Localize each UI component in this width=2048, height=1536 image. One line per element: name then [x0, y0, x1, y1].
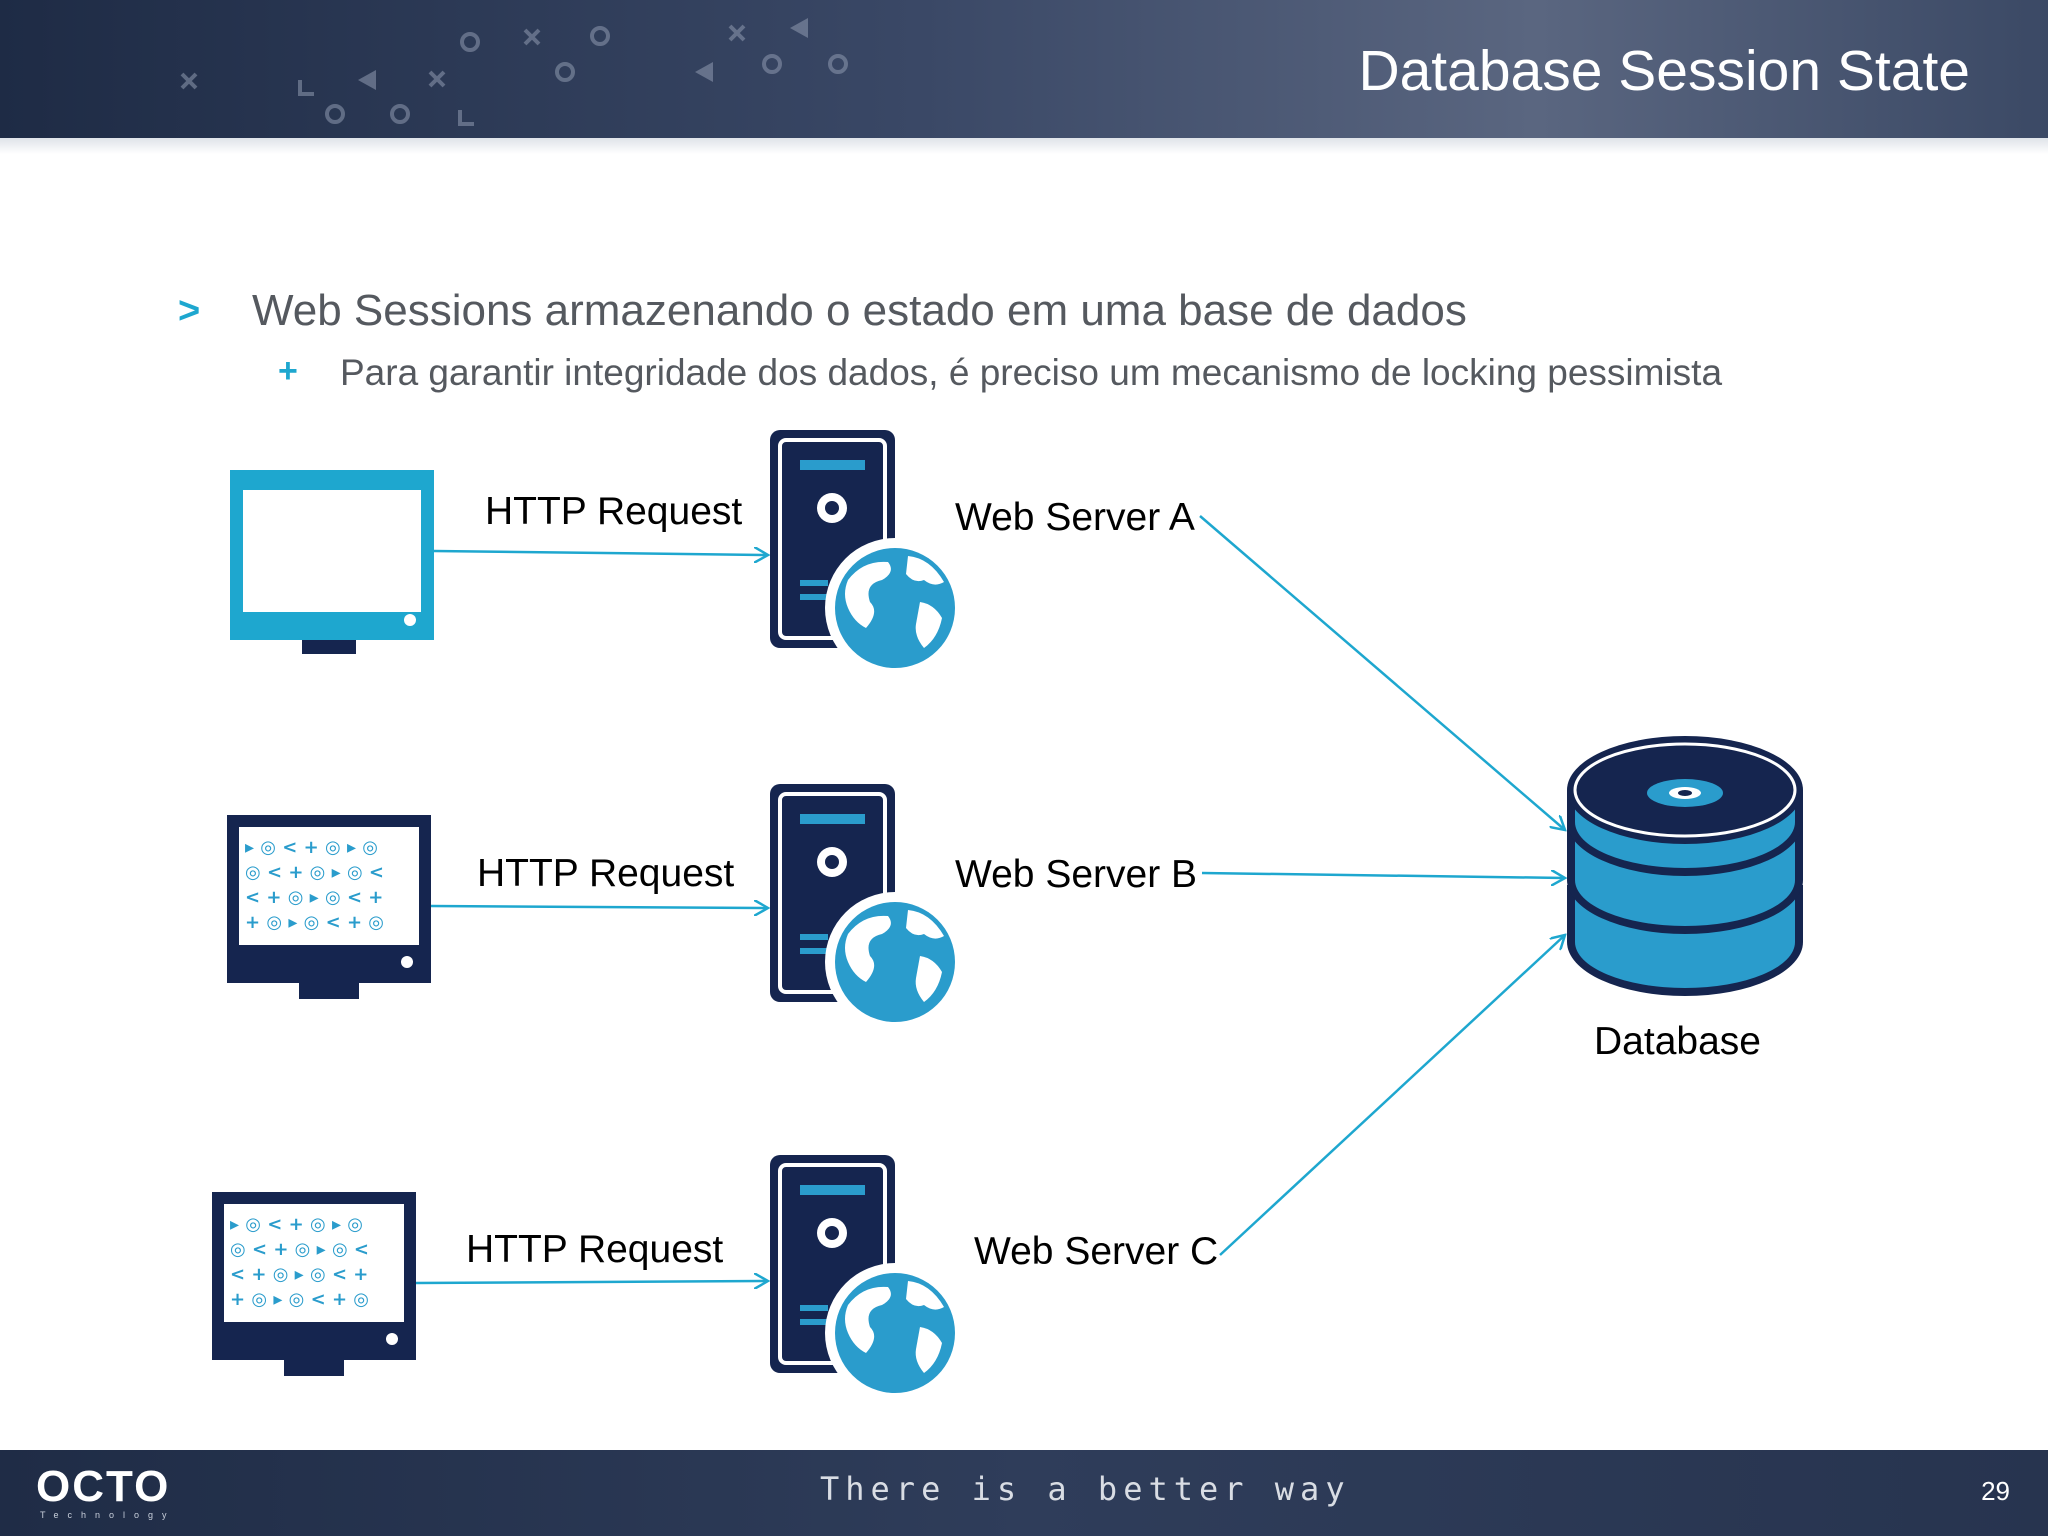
desktop-monitor-icon [230, 470, 434, 654]
footer-bar: OCTO Technology There is a better way 29 [0, 1450, 2048, 1536]
sub-bullet-text: Para garantir integridade dos dados, é p… [340, 352, 1723, 393]
database-label: Database [1594, 1020, 1761, 1063]
db-arrow-a [1199, 515, 1565, 830]
http-request-label: HTTP Request [466, 1228, 723, 1271]
web-server-b-label: Web Server B [955, 853, 1197, 896]
header-shadow [0, 138, 2048, 154]
request-arrow-c [415, 1281, 768, 1283]
web-server-a-icon [768, 428, 967, 680]
web-server-b-icon [768, 782, 967, 1034]
web-server-c-label: Web Server C [974, 1230, 1218, 1273]
http-request-label: HTTP Request [477, 852, 734, 895]
db-arrow-c [1219, 935, 1565, 1256]
request-arrow-b [430, 906, 768, 908]
header-bar: Database Session State [0, 0, 2048, 138]
db-arrow-b [1201, 873, 1565, 878]
octo-logo-subtitle: Technology [40, 1510, 176, 1520]
decorative-symbols [180, 18, 848, 126]
slide-title: Database Session State [1358, 39, 1970, 103]
request-arrow-a [433, 551, 768, 555]
bullet-chevron-icon: > [178, 290, 201, 332]
web-server-a-label: Web Server A [955, 496, 1195, 539]
sub-bullet-plus-icon: + [278, 352, 298, 390]
footer-tagline: There is a better way [820, 1470, 1351, 1508]
page-number: 29 [1981, 1476, 2010, 1506]
database-icon [1567, 736, 1803, 996]
tablet-client-icon [212, 1192, 416, 1376]
web-server-c-icon [768, 1153, 967, 1405]
http-request-label: HTTP Request [485, 490, 742, 533]
octo-logo: OCTO [36, 1462, 171, 1511]
tablet-client-icon [227, 815, 431, 999]
bullet-text: Web Sessions armazenando o estado em uma… [252, 286, 1467, 335]
